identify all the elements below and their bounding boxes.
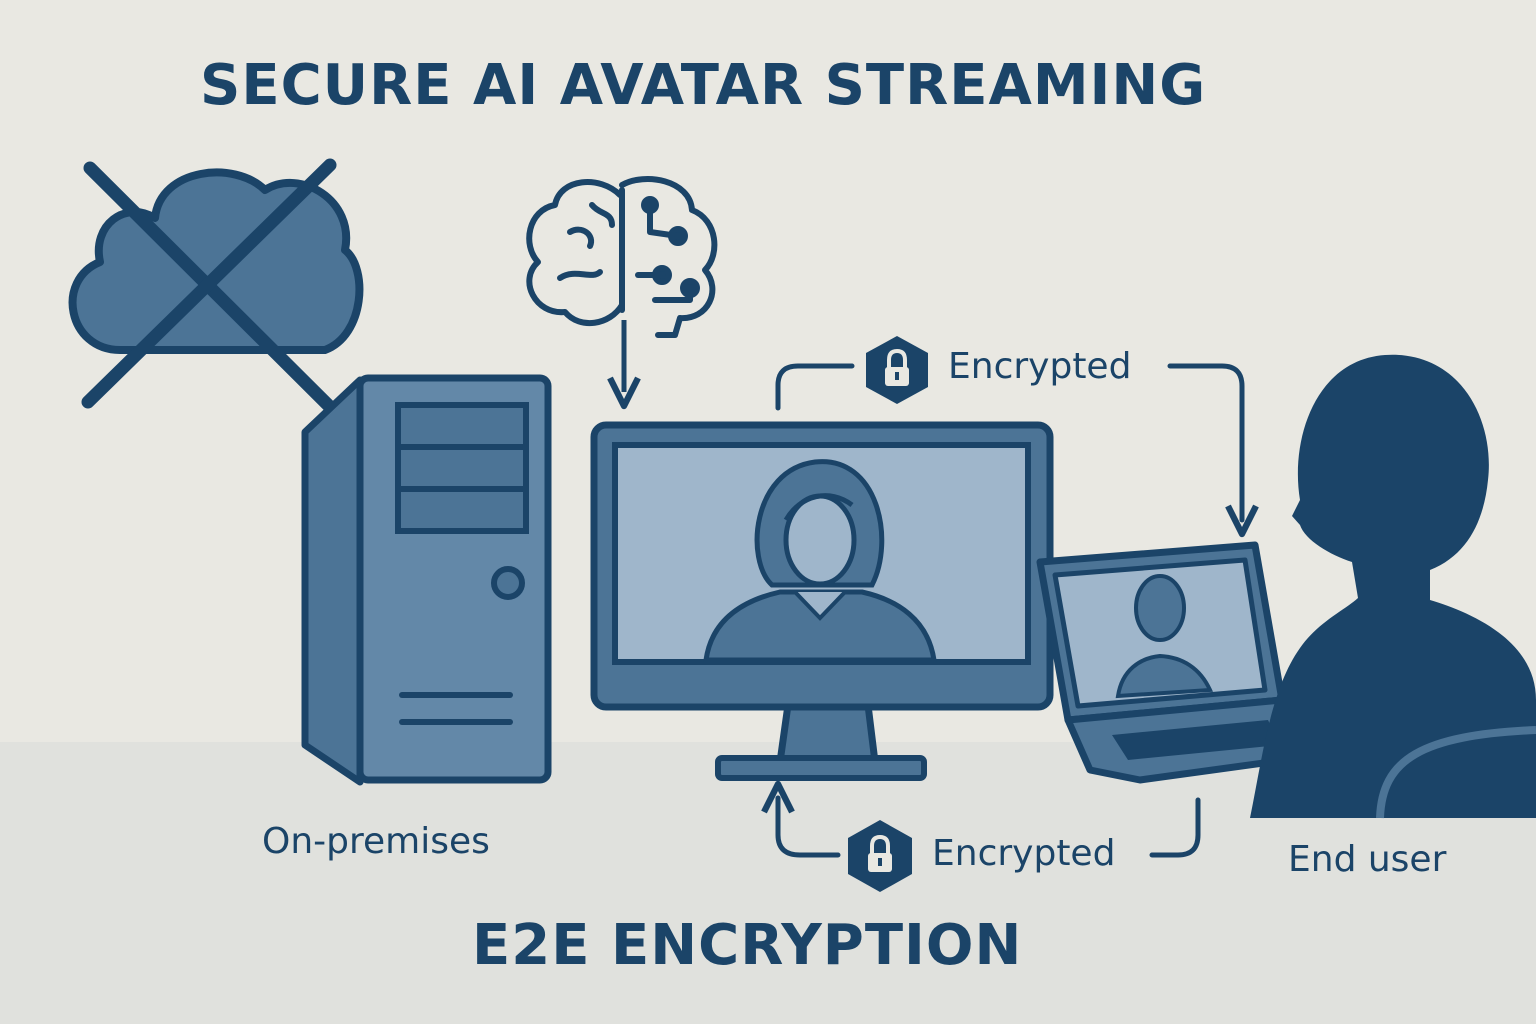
laptop-avatar-icon (1036, 541, 1304, 784)
bottom-link-label: Encrypted (932, 833, 1116, 874)
diagram-title: SECURE AI AVATAR STREAMING (200, 53, 1207, 118)
top-link-label: Encrypted (948, 346, 1132, 387)
server-tower-icon (301, 374, 552, 786)
bottom-encrypted-connector (761, 780, 1201, 858)
monitor-avatar-icon (590, 421, 1054, 781)
server-label: On-premises (262, 821, 490, 862)
lock-icon (848, 820, 912, 892)
cloud-crossed-icon (68, 158, 364, 412)
user-silhouette-icon (1250, 354, 1536, 818)
chair-outline (1376, 726, 1536, 819)
end-user-label: End user (1288, 839, 1447, 880)
top-encrypted-connector (775, 363, 1259, 538)
lock-icon (866, 336, 928, 404)
footer-title: E2E ENCRYPTION (472, 913, 1023, 978)
brain-circuit-icon (526, 176, 718, 338)
